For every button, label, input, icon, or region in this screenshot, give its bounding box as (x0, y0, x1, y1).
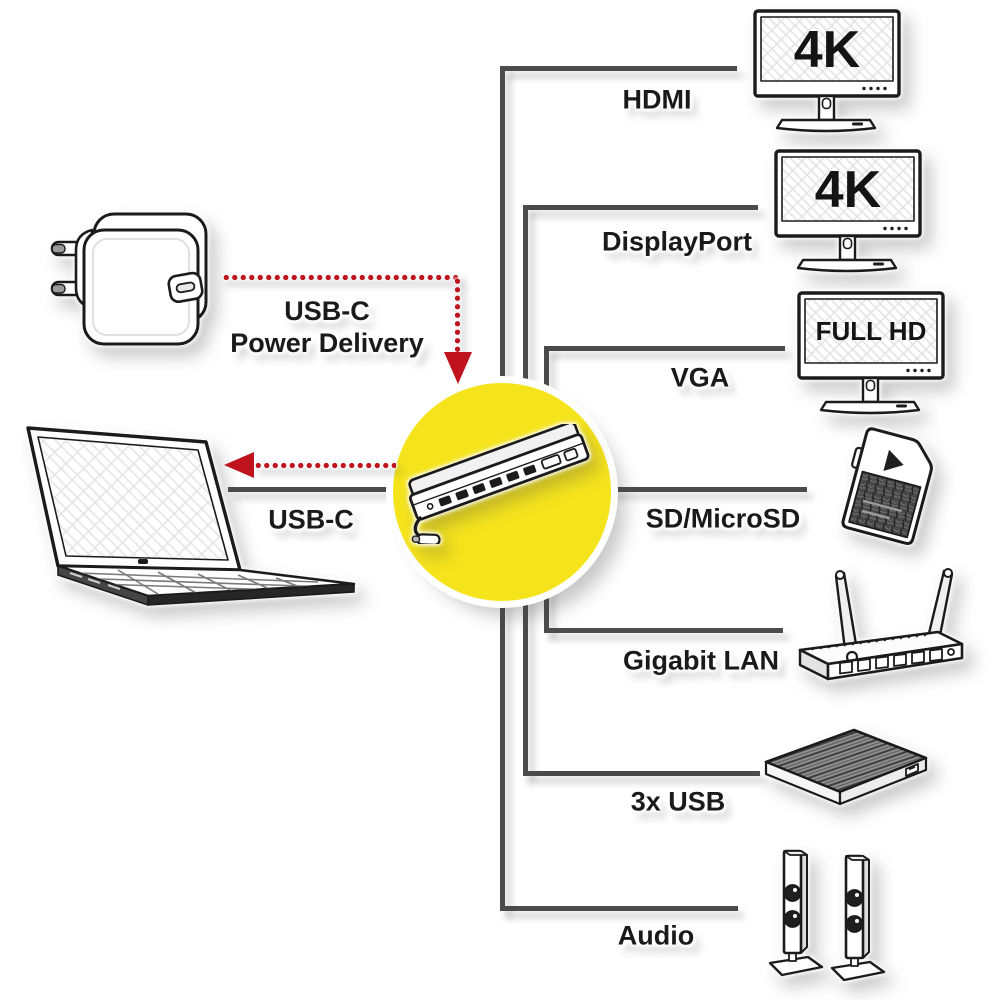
router-lan-ports (839, 648, 943, 675)
speaker-right (830, 854, 886, 981)
power-adapter-icon (50, 212, 208, 346)
hdmi-monitor-screen-text: 4K (794, 21, 861, 79)
gigabit-lan-line (544, 628, 783, 633)
dock-ports (426, 447, 579, 510)
adapter-usb-c-port (167, 271, 204, 304)
power-delivery-dotted-line-vertical (454, 277, 461, 355)
speaker-left (768, 849, 824, 977)
speakers-icon (768, 849, 886, 981)
power-delivery-label-line2: Power Delivery (230, 328, 424, 358)
hdmi-line (500, 66, 737, 71)
usb-line (523, 771, 760, 776)
vga-monitor-icon: FULL HD (797, 291, 945, 415)
displayport-monitor-icon: 4K (774, 149, 922, 273)
power-delivery-label: USB-C Power Delivery (230, 296, 424, 360)
audio-line (500, 906, 738, 911)
displayport-line (523, 205, 758, 210)
power-delivery-label-line1: USB-C (284, 296, 370, 327)
router-icon (798, 568, 964, 681)
sd-microsd-label: SD/MicroSD (645, 503, 801, 534)
vga-line (544, 346, 785, 351)
gigabit-lan-label: Gigabit LAN (623, 645, 779, 676)
vga-monitor-screen-text: FULL HD (816, 316, 927, 346)
displayport-label: DisplayPort (601, 226, 753, 257)
hdmi-label: HDMI (622, 84, 692, 115)
usb-c-dock-icon (408, 424, 590, 544)
laptop-icon (26, 426, 356, 606)
hdmi-monitor-icon: 4K (753, 9, 901, 133)
sd-card-icon (841, 427, 933, 546)
displayport-monitor-screen-text: 4K (815, 161, 882, 219)
power-delivery-arrow-down-icon (444, 352, 472, 384)
laptop-usb-c-label: USB-C (268, 504, 354, 535)
power-delivery-dotted-line-horizontal (222, 274, 458, 281)
audio-label: Audio (617, 920, 695, 951)
vga-label: VGA (670, 362, 730, 393)
hard-drive-icon (764, 728, 928, 806)
dock-usb-c-plug (411, 533, 441, 544)
dock-to-laptop-dotted-line (254, 462, 396, 469)
usb-label: 3x USB (630, 786, 726, 817)
sd-card-triangle (883, 449, 904, 472)
